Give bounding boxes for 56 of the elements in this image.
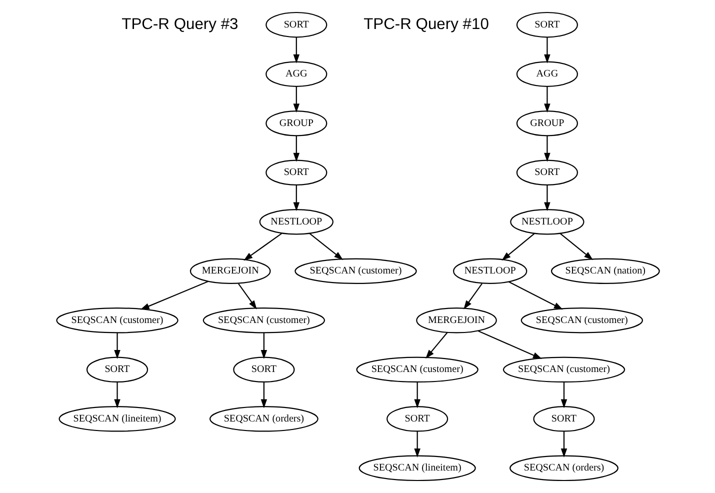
node-ellipse: SORT [386, 406, 448, 432]
arrow [501, 233, 534, 260]
label: TPC-R Query #3 [121, 16, 238, 33]
arrow [260, 332, 267, 359]
node-ellipse: AGG [516, 61, 578, 87]
arrow [425, 332, 448, 359]
arrow [463, 283, 482, 310]
node-ellipse: SEQSCAN (lineitem) [58, 406, 176, 432]
node-ellipse: SEQSCAN (nation) [550, 258, 660, 284]
arrow [559, 232, 593, 260]
arrow [544, 37, 550, 64]
arrow [260, 382, 267, 408]
node-ellipse: SEQSCAN (customer) [56, 308, 178, 334]
node-ellipse: GROUP [516, 110, 578, 136]
arrow [544, 185, 550, 212]
node-ellipse: SORT [86, 356, 148, 383]
arrow [414, 382, 420, 408]
node-ellipse: SEQSCAN (orders) [208, 406, 318, 432]
node-ellipse: SORT [265, 160, 327, 186]
node-ellipse: SEQSCAN (lineitem) [358, 455, 476, 482]
node-ellipse: AGG [265, 61, 327, 87]
node-ellipse: MERGEJOIN [416, 308, 496, 334]
arrow [292, 37, 300, 64]
arrow [414, 431, 420, 458]
arrow [478, 330, 542, 359]
arrow [243, 232, 282, 261]
arrow [560, 382, 567, 408]
arrow [292, 86, 300, 113]
arrow [140, 281, 208, 310]
node-ellipse: SORT [516, 12, 578, 38]
node-ellipse: SEQSCAN (customer) [502, 356, 625, 383]
arrow [238, 283, 256, 310]
arrow [560, 431, 567, 458]
arrow [292, 136, 300, 162]
node-ellipse: SEQSCAN (customer) [202, 308, 325, 334]
arrow [308, 232, 343, 260]
arrow [114, 382, 120, 408]
node-ellipse: SORT [232, 356, 294, 383]
node-ellipse: NESTLOOP [452, 258, 527, 284]
node-ellipse: MERGEJOIN [189, 258, 270, 284]
arrow [508, 281, 562, 310]
node-ellipse: SEQSCAN (customer) [294, 258, 416, 284]
node-ellipse: SEQSCAN (customer) [356, 356, 478, 383]
node-ellipse: SORT [265, 12, 327, 38]
node-ellipse: SEQSCAN (customer) [520, 308, 642, 334]
arrow [114, 332, 120, 359]
node-ellipse: NESTLOOP [258, 209, 333, 235]
node-ellipse: SEQSCAN (orders) [509, 455, 618, 482]
arrow [544, 136, 550, 162]
node-ellipse: SORT [532, 406, 594, 432]
label: TPC-R Query #10 [363, 16, 488, 33]
arrow [292, 185, 300, 212]
node-ellipse: GROUP [265, 110, 327, 136]
node-ellipse: SORT [516, 160, 578, 186]
node-ellipse: NESTLOOP [510, 209, 584, 235]
arrow [544, 86, 550, 113]
